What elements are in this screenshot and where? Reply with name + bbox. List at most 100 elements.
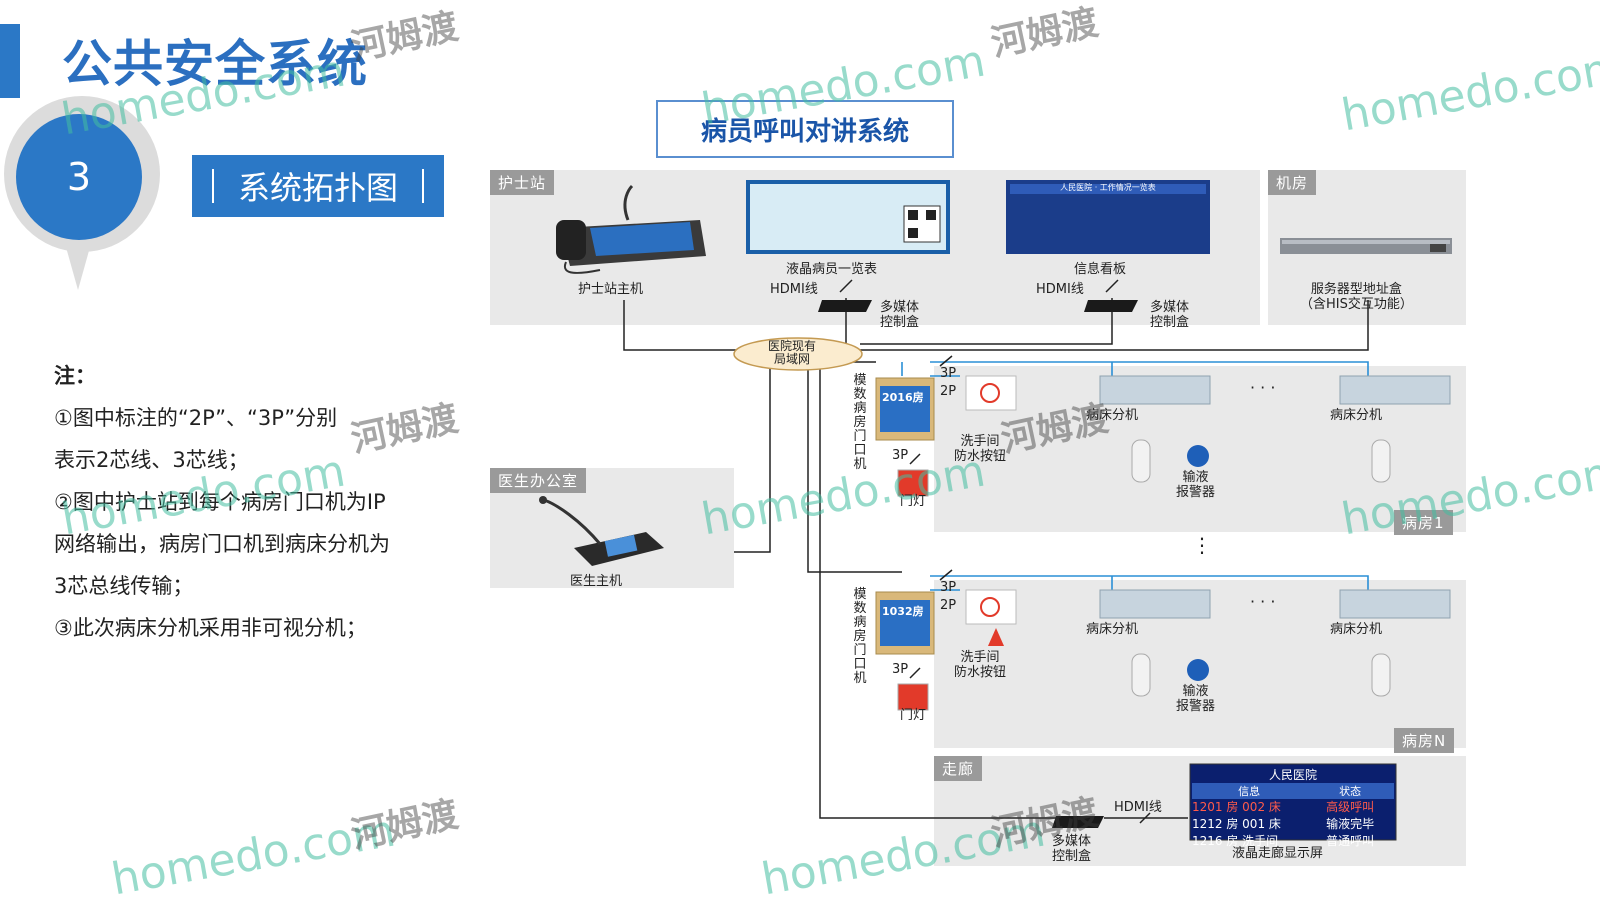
caption-bed-unit: 病床分机 [1330, 622, 1383, 637]
zone-label-nurse-station: 护士站 [490, 170, 555, 195]
caption-infusion-line1: 输液 [1182, 470, 1209, 485]
line-server-lan [860, 300, 1369, 351]
infusion-alarm-ward-1 [1187, 445, 1209, 467]
caption-infusion-alarm: 输液报警器 [1176, 684, 1215, 714]
label-2p: 2P [940, 384, 957, 399]
caption-hdmi: HDMI线 [1114, 800, 1162, 815]
line-nurse-host-lan [623, 300, 736, 351]
page-title: 公共安全系统 [62, 35, 368, 93]
zone-label-ward-n: 病房N [1394, 728, 1455, 753]
bed-units [1099, 375, 1451, 619]
caption-infusion-alarm: 输液报警器 [1176, 470, 1215, 500]
caption-bathroom-line2: 防水按钮 [954, 449, 1007, 464]
bus-lines [901, 361, 1369, 591]
caption-media-box-line1: 多媒体 [1052, 834, 1092, 849]
caption-media-box: 多媒体控制盒 [1150, 300, 1189, 330]
vertical-ellipsis-wards: ⋮ [1192, 533, 1212, 557]
table-row: 1201 房 002 床 高级呼叫 [1192, 799, 1394, 816]
media-box-board [1084, 300, 1138, 312]
caption-bed-unit: 病床分机 [1330, 408, 1383, 423]
line-board-lan [860, 298, 1113, 345]
hdmi-ticks [839, 279, 1151, 824]
caption-bathroom-line1: 洗手间 [960, 650, 1000, 665]
line-ward-n [807, 362, 902, 573]
caption-lcd-patient-list: 液晶病员一览表 [786, 262, 878, 277]
corridor-cell: 1216 房 洗手间 [1192, 834, 1279, 848]
media-control-boxes [818, 300, 1138, 828]
bus-wardn-3p [930, 575, 1369, 590]
caption-media-box-line1: 多媒体 [1150, 300, 1190, 315]
note-line: ②图中护士站到每个病房门口机为IP [54, 490, 386, 514]
caption-media-box-line2: 控制盒 [1052, 849, 1092, 864]
server-device [1280, 238, 1452, 254]
corridor-cell: 1201 房 002 床 [1192, 800, 1281, 814]
note-line: ③此次病床分机采用非可视分机； [54, 616, 367, 640]
caption-infusion-line1: 输液 [1182, 684, 1209, 699]
line-corridor [819, 362, 1088, 819]
corridor-screen-header: 信息 状态 [1192, 783, 1394, 799]
call-handset [1371, 439, 1391, 483]
caption-nurse-host: 护士站主机 [578, 282, 644, 297]
lcd-patient-list-screen [746, 180, 950, 254]
label-3p: 3P [892, 662, 909, 677]
info-board-screen [1006, 180, 1210, 254]
ellipsis-beds: · · · [1250, 378, 1276, 397]
corridor-cell: 输液完毕 [1326, 817, 1375, 831]
note-line: ①图中标注的“2P”、“3P”分别 [54, 406, 338, 430]
caption-hdmi: HDMI线 [1036, 282, 1084, 297]
caption-lan-line1: 医院现有 [768, 339, 817, 353]
zone-label-corridor: 走廊 [934, 756, 983, 781]
ellipsis-beds: · · · [1250, 592, 1276, 611]
caption-bathroom-line2: 防水按钮 [954, 665, 1007, 680]
caption-lan: 医院现有局域网 [768, 340, 816, 366]
caption-bed-unit: 病床分机 [1086, 622, 1139, 637]
caption-media-box-line1: 多媒体 [880, 300, 920, 315]
caption-info-board: 信息看板 [1074, 262, 1127, 277]
caption-server-line1: 服务器型地址盒 [1310, 282, 1402, 297]
corridor-header-cell: 状态 [1339, 785, 1362, 798]
bus-ward1-3p [930, 361, 1369, 376]
accent-bar [0, 24, 20, 98]
door-light-ward-n [897, 683, 929, 711]
caption-infusion-line2: 报警器 [1176, 699, 1216, 714]
caption-lan-line2: 局域网 [774, 352, 811, 366]
section-badge-pin [64, 240, 92, 290]
call-handset [1131, 653, 1151, 697]
note-line: 网络输出，病房门口机到病床分机为 [54, 532, 390, 556]
door-unit-ward-n [875, 591, 935, 655]
section-label-text: 系统拓扑图 [237, 169, 398, 207]
bathroom-button-ward-n [965, 589, 1017, 646]
table-row: 1216 房 洗手间 普通呼叫 [1192, 833, 1394, 850]
zone-label-machine-room: 机房 [1268, 170, 1317, 195]
bed-unit [1339, 375, 1451, 405]
zone-label-ward-1: 病房1 [1394, 510, 1453, 535]
bathroom-button-ward-1 [965, 375, 1017, 411]
door-light-ward-1 [897, 469, 929, 497]
note-line: 3芯总线传输； [54, 574, 194, 598]
caption-server: 服务器型地址盒（含HIS交互功能） [1300, 282, 1413, 312]
table-row: 1212 房 001 床 输液完毕 [1192, 816, 1394, 833]
corridor-screen-title: 人民医院 [1268, 768, 1317, 782]
note-line: 表示2芯线、3芯线； [54, 448, 249, 472]
info-board-title: 人民医院 · 工作情况一览表 [1060, 183, 1156, 192]
caption-infusion-line2: 报警器 [1176, 485, 1216, 500]
notes-block: 注： ①图中标注的“2P”、“3P”分别 表示2芯线、3芯线； ②图中护士站到每… [54, 355, 434, 649]
room-number-a: 2016房 [882, 391, 924, 404]
zone-label-doctor-office: 医生办公室 [490, 468, 587, 493]
caption-door-light: 门灯 [900, 494, 927, 509]
corridor-cell: 1212 房 001 床 [1192, 817, 1281, 831]
caption-server-line2: （含HIS交互功能） [1300, 297, 1413, 312]
infusion-alarm-ward-n [1187, 659, 1209, 681]
lan-ellipse [733, 337, 863, 371]
call-handset [1131, 439, 1151, 483]
nurse-host-device [556, 184, 706, 274]
caption-bathroom-button: 洗手间防水按钮 [954, 434, 1006, 464]
caption-door-unit-ward-n: 模数病房门口机 [853, 587, 867, 686]
bed-unit [1099, 589, 1211, 619]
bed-unit [1099, 375, 1211, 405]
label-3p: 3P [892, 448, 909, 463]
caption-corridor-display: 液晶走廊显示屏 [1232, 846, 1324, 861]
corridor-display-screen [1189, 763, 1397, 841]
doctor-host-device [539, 496, 664, 566]
